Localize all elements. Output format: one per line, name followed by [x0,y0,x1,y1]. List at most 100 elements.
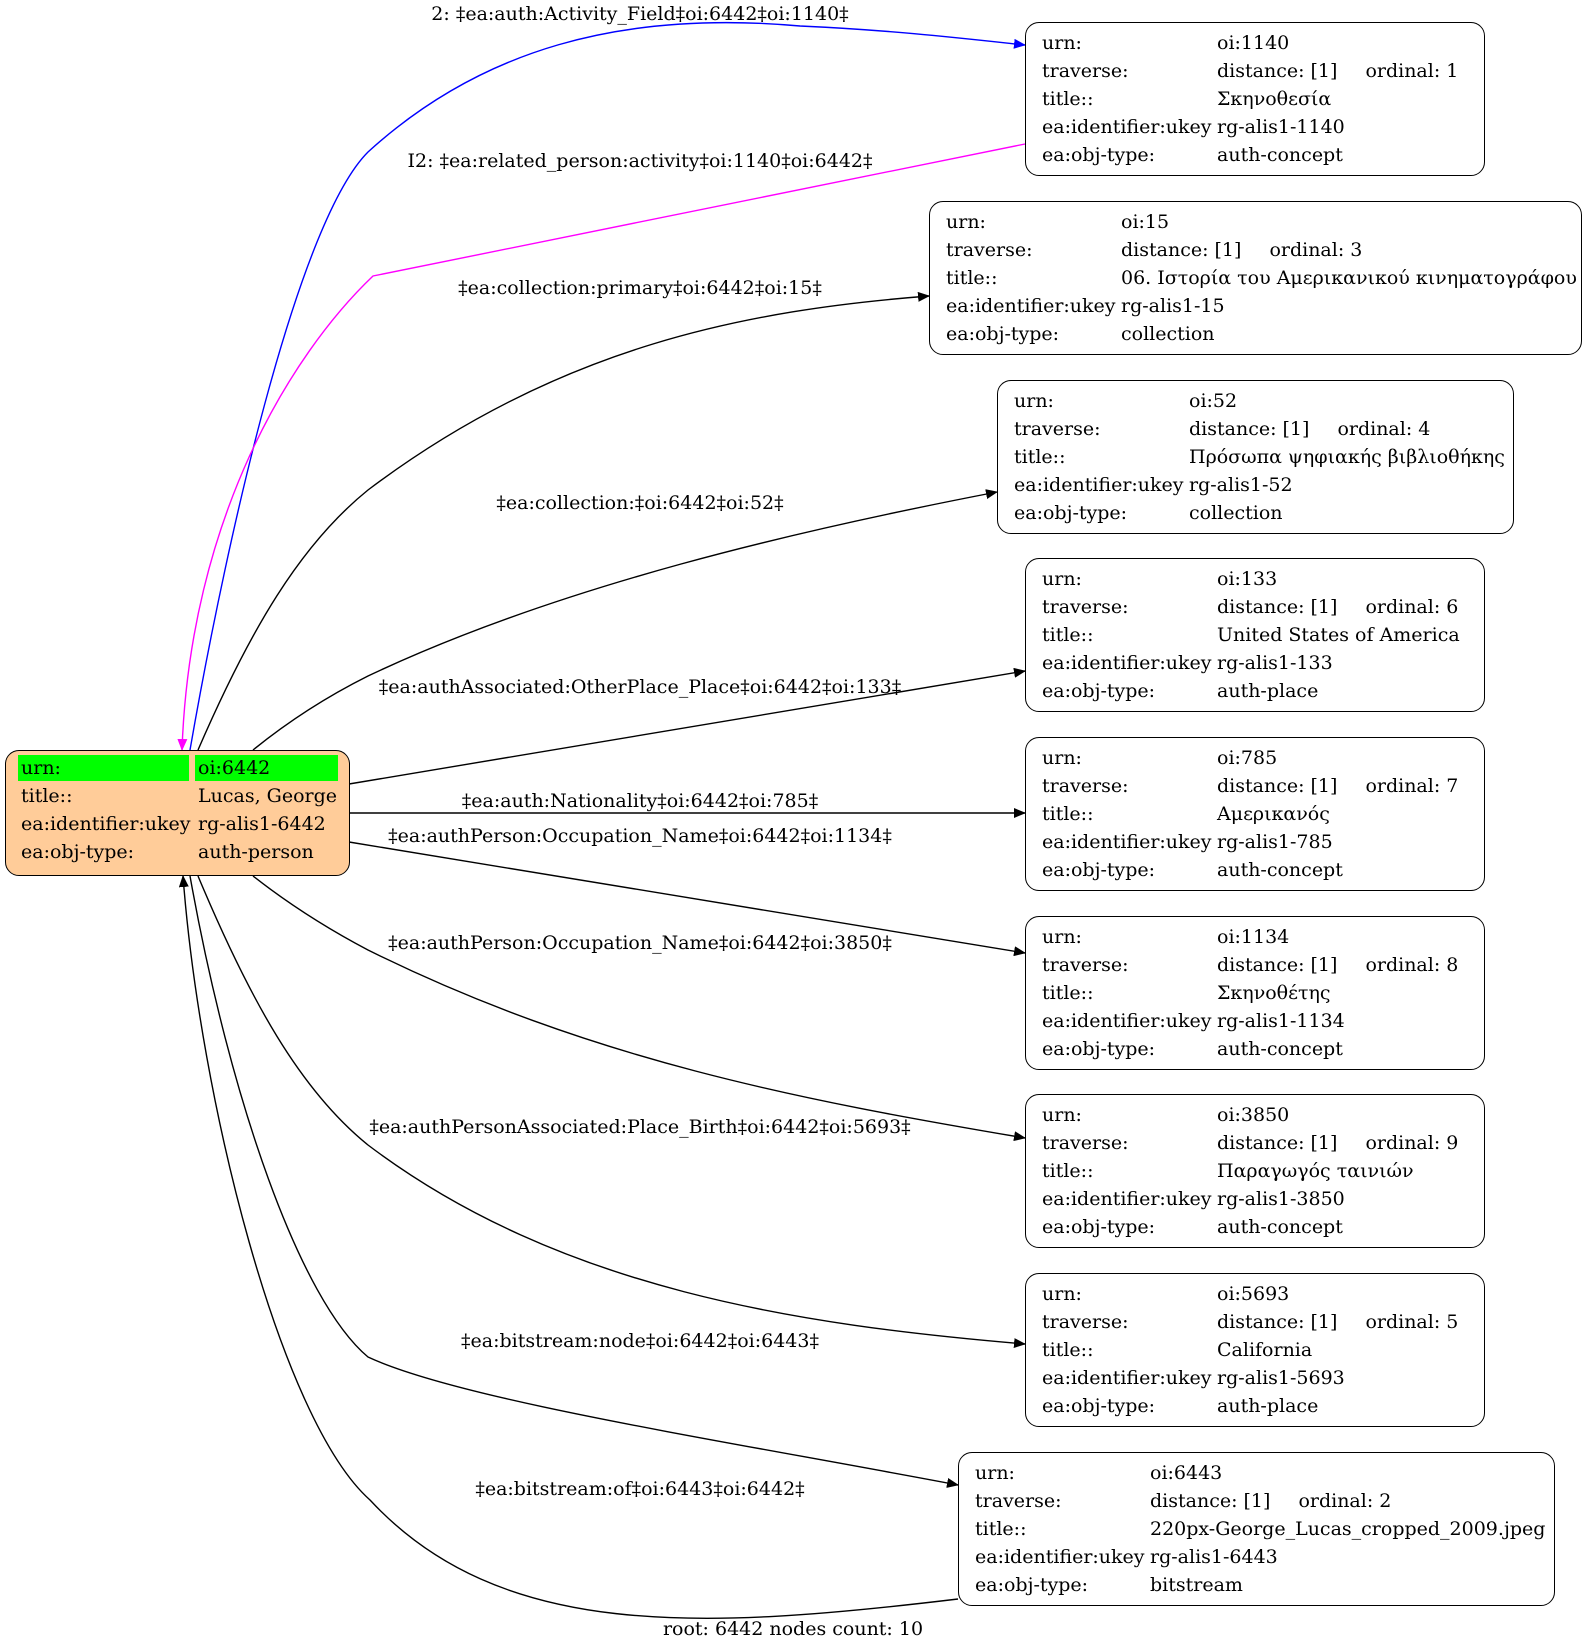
node-card-1134[interactable]: urn:oi:1134 traverse:distance: [1]ordina… [1025,916,1485,1070]
node-key: ea:obj-type: [1042,1395,1156,1417]
node-key: urn: [946,211,986,233]
node-distance: distance: [1] [1217,954,1338,976]
node-urn: oi:133 [1217,568,1278,590]
node-ordinal: ordinal: 6 [1365,596,1459,618]
node-distance: distance: [1] [1121,239,1242,261]
edge-label-collection-primary: ‡ea:collection:primary‡oi:6442‡oi:15‡ [458,277,822,299]
node-row-urn: urn:oi:5693 [1042,1280,1474,1308]
node-distance: distance: [1] [1150,1490,1271,1512]
node-objtype: auth-concept [1217,1216,1343,1238]
node-title: 220px-George_Lucas_cropped_2009.jpeg [1150,1518,1546,1540]
node-title: California [1217,1339,1313,1361]
node-ordinal: ordinal: 3 [1269,239,1363,261]
node-distance: distance: [1] [1189,418,1310,440]
edge-label-other-place: ‡ea:authAssociated:OtherPlace_Place‡oi:6… [378,676,902,698]
node-objtype: auth-concept [1217,1038,1343,1060]
root-key: urn: [18,755,189,781]
edge-label-activity-field: 2: ‡ea:auth:Activity_Field‡oi:6442‡oi:11… [431,3,849,25]
node-ukey: rg-alis1-5693 [1217,1367,1345,1389]
node-row-urn: urn: oi:1140 [1042,29,1474,57]
root-value: Lucas, George [198,785,338,807]
root-value: oi:6442 [195,755,338,781]
node-key: title:: [1042,1160,1094,1182]
node-key: ea:obj-type: [1014,502,1128,524]
node-card-3850[interactable]: urn:oi:3850 traverse:distance: [1]ordina… [1025,1094,1485,1248]
node-row-objtype: ea:obj-type: bitstream [975,1571,1544,1599]
node-key: title:: [946,267,998,289]
node-key: traverse: [1042,954,1129,976]
node-key: ea:identifier:ukey [1042,652,1212,674]
node-card-133[interactable]: urn:oi:133 traverse:distance: [1]ordinal… [1025,558,1485,712]
node-row-title: title::Σκηνοθεσία [1042,85,1474,113]
node-title: Παραγωγός ταινιών [1217,1160,1414,1182]
node-row-urn: urn:oi:15 [946,208,1571,236]
node-row-objtype: ea:obj-type:collection [946,320,1571,348]
edge-label-place-birth: ‡ea:authPersonAssociated:Place_Birth‡oi:… [369,1116,911,1138]
node-key: traverse: [1042,596,1129,618]
node-row-traverse: traverse: distance: [1] ordinal: 3 [946,236,1571,264]
node-row-title: title::Παραγωγός ταινιών [1042,1157,1474,1185]
node-title: Αμερικανός [1217,803,1330,825]
root-key: title:: [21,785,73,807]
node-key: ea:identifier:ukey [1042,1010,1212,1032]
node-row-title: title::220px-George_Lucas_cropped_2009.j… [975,1515,1546,1543]
node-card-5693[interactable]: urn:oi:5693 traverse:distance: [1]ordina… [1025,1273,1485,1427]
node-ordinal: ordinal: 1 [1365,60,1459,82]
edge-place-birth [197,875,1026,1349]
node-ukey: rg-alis1-3850 [1217,1188,1345,1210]
node-objtype: bitstream [1150,1574,1243,1596]
node-objtype: auth-place [1217,1395,1319,1417]
node-urn: oi:1140 [1217,32,1290,54]
node-ordinal: ordinal: 8 [1365,954,1459,976]
node-row-objtype: ea:obj-type:collection [1014,499,1503,527]
node-row-traverse: traverse:distance: [1]ordinal: 1 [1042,57,1474,85]
node-objtype: auth-concept [1217,859,1343,881]
node-card-1140[interactable]: urn: oi:1140 traverse:distance: [1]ordina… [1025,22,1485,176]
node-key: title:: [1042,982,1094,1004]
node-row-urn: urn:oi:52 [1014,387,1503,415]
edge-occupation-3850 [252,875,1026,1142]
node-key: urn: [1042,747,1082,769]
node-row-traverse: traverse:distance: [1]ordinal: 6 [1042,593,1474,621]
node-key: title:: [1042,88,1094,110]
node-key: urn: [1042,1104,1082,1126]
root-row-title: title:: Lucas, George [18,782,337,810]
root-node-card[interactable]: urn: oi:6442 title:: Lucas, George ea:id… [5,750,350,876]
node-row-title: title::06. Ιστορία του Αμερικανικού κινη… [946,264,1577,292]
node-ordinal: ordinal: 4 [1337,418,1431,440]
node-urn: oi:785 [1217,747,1278,769]
node-urn: oi:3850 [1217,1104,1290,1126]
node-urn: oi:1134 [1217,926,1290,948]
node-key: traverse: [1014,418,1101,440]
node-card-785[interactable]: urn:oi:785 traverse:distance: [1]ordinal… [1025,737,1485,891]
edge-bitstream-node [189,875,959,1488]
node-key: traverse: [1042,775,1129,797]
node-title: Σκηνοθεσία [1217,88,1332,110]
node-key: urn: [1042,32,1082,54]
edge-collection [252,489,998,751]
node-card-6443[interactable]: urn:oi:6443 traverse:distance: [1]ordina… [958,1452,1555,1606]
edge-bitstream-of [178,875,959,1619]
node-card-52[interactable]: urn:oi:52 traverse: distance: [1] ordinal:… [997,380,1514,534]
edge-collection-primary [197,291,930,751]
node-key: ea:identifier:ukey [1042,831,1212,853]
node-key: traverse: [946,239,1033,261]
node-key: urn: [1014,390,1054,412]
node-key: traverse: [1042,1311,1129,1333]
node-key: title:: [1042,803,1094,825]
node-card-15[interactable]: urn:oi:15 traverse: distance: [1] ordinal:… [929,201,1582,355]
node-row-objtype: ea:obj-type:auth-concept [1042,856,1474,884]
root-row-objtype: ea:obj-type: auth-person [18,838,337,866]
node-row-traverse: traverse:distance: [1]ordinal: 5 [1042,1308,1474,1336]
edge-label-collection: ‡ea:collection:‡oi:6442‡oi:52‡ [496,492,784,514]
node-key: ea:obj-type: [1042,144,1156,166]
node-key: ea:obj-type: [975,1574,1089,1596]
node-row-objtype: ea:obj-type:auth-concept [1042,141,1474,169]
node-row-objtype: ea:obj-type:auth-concept [1042,1035,1474,1063]
